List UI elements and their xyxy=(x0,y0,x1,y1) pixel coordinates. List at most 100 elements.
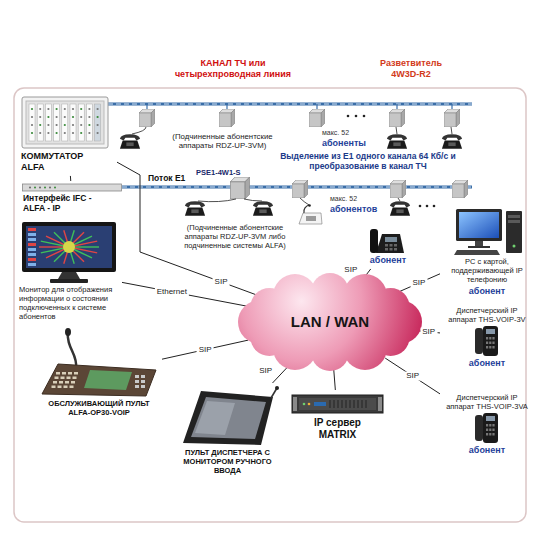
drawing-part xyxy=(95,104,101,141)
drawing-part xyxy=(54,104,60,141)
connector-label: SIP xyxy=(197,345,214,354)
dispatcher-ip-phone: Диспетчерский IP аппарат THS-VOIP-3VAабо… xyxy=(442,392,532,457)
connector-line xyxy=(70,176,71,181)
drawing-part xyxy=(97,124,99,126)
drawing-part xyxy=(88,132,90,134)
drawing-part xyxy=(28,258,36,261)
e1-line xyxy=(122,177,472,224)
drawing-part xyxy=(292,180,308,198)
drawing-part xyxy=(486,433,488,436)
device-label: PC с картой, поддерживающей IP телефонию xyxy=(442,256,532,285)
drawing-part xyxy=(45,104,51,141)
drawing-part xyxy=(244,199,262,201)
drawing-part xyxy=(387,134,407,149)
drawing-part xyxy=(62,104,68,141)
drawing-part xyxy=(385,244,388,247)
connector-label: SIP xyxy=(420,327,437,336)
drawing-part xyxy=(486,424,488,427)
drawing-part xyxy=(390,180,406,198)
drawing-part xyxy=(347,115,366,118)
drawing-part xyxy=(185,201,205,216)
pc-figure xyxy=(454,209,522,255)
drawing-part xyxy=(64,386,68,389)
interface-unit-drawing xyxy=(22,183,122,192)
drawing-part xyxy=(84,370,132,390)
drawing-part xyxy=(292,395,383,413)
drawing-part xyxy=(183,391,273,445)
drawing-part xyxy=(341,400,342,408)
drawing-part xyxy=(489,342,491,345)
drawing-part xyxy=(390,201,410,216)
drawing-part xyxy=(475,241,483,246)
drawing-part xyxy=(108,103,472,106)
connector-line xyxy=(385,358,440,394)
drawing-part xyxy=(396,127,397,134)
drawing-part xyxy=(311,273,349,311)
drawing-part xyxy=(353,400,354,408)
drawing-part xyxy=(489,424,491,427)
drawing-part xyxy=(56,372,60,375)
drawing-part xyxy=(390,248,393,251)
connector-line xyxy=(334,368,336,390)
dispatcher-ip-phone: Диспетчерский IP аппарат THS-VOIP-3Vабон… xyxy=(442,305,532,370)
analog-line xyxy=(108,104,472,149)
drawing-part xyxy=(337,400,338,408)
drawing-part xyxy=(489,429,491,432)
drawing-part xyxy=(385,237,397,242)
drawing-part xyxy=(56,124,58,126)
drawing-part xyxy=(394,248,397,251)
interface-unit-picture xyxy=(22,183,122,192)
drawing-part xyxy=(293,397,297,411)
drawing-part xyxy=(135,385,139,388)
drawing-part xyxy=(74,372,78,375)
drawing-part xyxy=(52,386,56,389)
bar-figure xyxy=(23,184,122,191)
drawing-part xyxy=(37,104,43,141)
drawing-part xyxy=(28,253,36,256)
device-label: Монитор для отображения информации о сос… xyxy=(18,284,120,323)
drawing-part xyxy=(72,108,74,110)
drawing-part xyxy=(343,326,387,370)
subscriber-tag: абонент xyxy=(468,444,506,457)
connector-label: SIP xyxy=(342,266,359,275)
drawing-part xyxy=(345,400,346,408)
drawing-part xyxy=(483,413,498,443)
drawing-part xyxy=(39,187,41,189)
ip-server-drawing xyxy=(290,392,385,416)
dispatcher-ip-phone-picture xyxy=(442,412,532,444)
drawing-part xyxy=(80,132,82,134)
device-label: ОБСЛУЖИВАЮЩИЙ ПУЛЬТ ALFA-OP30-VOIP xyxy=(38,398,160,418)
drawing-part xyxy=(141,375,145,378)
drawing-part xyxy=(492,342,494,345)
connector-label: SIP xyxy=(213,277,230,286)
drawing-part xyxy=(65,381,69,384)
drawing-part xyxy=(39,124,41,126)
drawing-part xyxy=(80,124,82,126)
server-figure xyxy=(292,395,383,413)
drawing-part xyxy=(454,250,500,255)
opconsole-figure xyxy=(42,328,156,396)
drawing-part xyxy=(475,415,483,441)
drawing-part xyxy=(31,116,33,118)
switch-cabinet-picture xyxy=(20,95,115,150)
drawing-part xyxy=(309,109,325,127)
subscriber-note: (Подчиненные абонентские аппараты RDZ-UP… xyxy=(176,223,294,250)
max-count: макс. 52 xyxy=(330,195,380,203)
drawing-part xyxy=(329,400,330,408)
drawing-part xyxy=(513,245,516,248)
drawing-part xyxy=(44,187,46,189)
subscriber-note: (Подчиненные абонентские аппараты RDZ-UP… xyxy=(160,132,285,151)
drawing-part xyxy=(370,229,378,253)
status-monitor-drawing xyxy=(18,222,120,284)
drawing-part xyxy=(475,328,483,354)
device-label: Интерфейс IFC - ALFA - IP xyxy=(22,192,96,215)
drawing-part xyxy=(376,234,404,253)
drawing-part xyxy=(489,346,491,349)
ip-phone: абонент xyxy=(360,226,416,267)
drawing-part xyxy=(191,397,266,439)
status-monitor-picture xyxy=(18,222,120,284)
drawing-part xyxy=(97,108,99,110)
interface-unit: Интерфейс IFC - ALFA - IP xyxy=(22,183,122,215)
drawing-part xyxy=(486,342,488,345)
drawing-part xyxy=(63,241,75,253)
